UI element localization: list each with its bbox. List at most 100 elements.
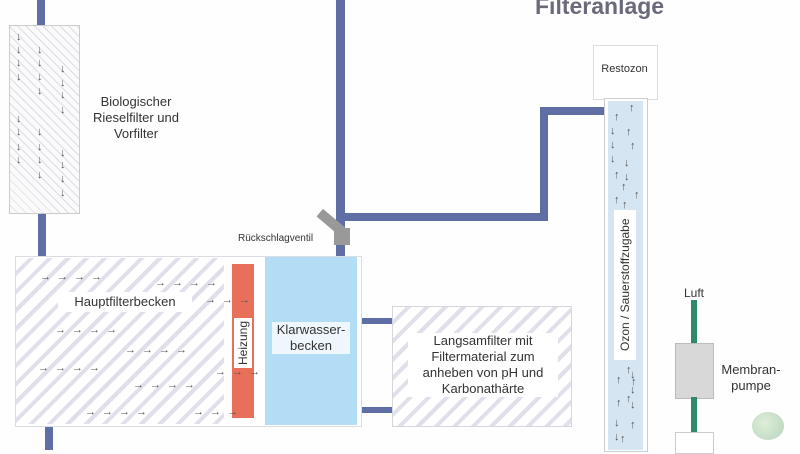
- slow-filter-label: Langsamfilter mit Filtermaterial zum anh…: [408, 333, 558, 397]
- membrane-pump: [675, 343, 714, 399]
- arrow-right-icon: →: [85, 406, 96, 418]
- check-valve-body: [334, 228, 350, 245]
- arrow-right-icon: →: [119, 406, 130, 418]
- arrow-down-icon: ↓: [16, 126, 22, 138]
- diagram-title: Filteranlage: [535, 0, 665, 19]
- arrow-right-icon: →: [184, 379, 195, 391]
- arrow-up-icon: ↑: [614, 111, 620, 123]
- arrow-down-icon: ↓: [16, 71, 22, 83]
- arrow-down-icon: ↓: [60, 159, 66, 171]
- arrow-down-icon: ↓: [630, 369, 636, 381]
- air-line-top: [691, 300, 697, 344]
- arrow-right-icon: →: [72, 362, 83, 374]
- arrow-right-icon: →: [40, 271, 51, 283]
- arrow-right-icon: →: [142, 344, 153, 356]
- arrow-up-icon: ↑: [630, 140, 636, 152]
- arrow-right-icon: →: [227, 406, 238, 418]
- pump-label: Membran-pumpe: [721, 362, 781, 393]
- arrow-down-icon: ↓: [610, 139, 616, 151]
- restozon-label: Restozon: [601, 63, 648, 75]
- arrow-up-icon: ↑: [620, 433, 626, 445]
- arrow-down-icon: ↓: [16, 113, 22, 125]
- arrow-down-icon: ↓: [16, 57, 22, 69]
- air-line-bottom: [691, 397, 697, 432]
- heater-label: Heizung: [234, 318, 252, 368]
- arrow-right-icon: →: [205, 294, 216, 306]
- arrow-down-icon: ↓: [37, 126, 43, 138]
- arrow-down-icon: ↓: [630, 384, 636, 396]
- arrow-down-icon: ↓: [37, 44, 43, 56]
- pipe-slow-filter-out: [358, 407, 392, 413]
- arrow-up-icon: ↑: [631, 376, 637, 388]
- arrow-down-icon: ↓: [16, 154, 22, 166]
- arrow-down-icon: ↓: [60, 104, 66, 116]
- arrow-down-icon: ↓: [60, 77, 66, 89]
- arrow-up-icon: ↑: [622, 199, 628, 211]
- arrow-down-icon: ↓: [37, 141, 43, 153]
- arrow-up-icon: ↑: [616, 397, 622, 409]
- restozon-box: [593, 45, 658, 100]
- arrow-right-icon: →: [55, 362, 66, 374]
- ozone-label: Ozon / Sauerstoffzugabe: [614, 210, 636, 360]
- main-filter-label: Hauptfilterbecken: [58, 292, 192, 312]
- arrow-right-icon: →: [150, 379, 161, 391]
- arrow-right-icon: →: [210, 406, 221, 418]
- arrow-right-icon: →: [74, 271, 85, 283]
- arrow-down-icon: ↓: [16, 31, 22, 43]
- arrow-up-icon: ↑: [614, 169, 620, 181]
- arrow-right-icon: →: [239, 294, 250, 306]
- arrow-down-icon: ↓: [614, 417, 620, 429]
- arrow-up-icon: ↑: [626, 393, 632, 405]
- arrow-right-icon: →: [155, 277, 166, 289]
- arrow-down-icon: ↓: [624, 157, 630, 169]
- arrow-right-icon: →: [125, 344, 136, 356]
- arrow-right-icon: →: [57, 271, 68, 283]
- arrow-right-icon: →: [72, 324, 83, 336]
- logo-icon: [752, 412, 784, 440]
- arrow-down-icon: ↓: [60, 147, 66, 159]
- arrow-right-icon: →: [106, 324, 117, 336]
- pipe-return-horizontal: [345, 213, 548, 221]
- arrow-right-icon: →: [206, 277, 217, 289]
- arrow-down-icon: ↓: [16, 141, 22, 153]
- arrow-down-icon: ↓: [630, 399, 636, 411]
- pipe-slow-filter-in: [358, 318, 392, 324]
- arrow-down-icon: ↓: [37, 85, 43, 97]
- arrow-down-icon: ↓: [60, 187, 66, 199]
- pipe-bio-to-main: [38, 212, 46, 258]
- arrow-right-icon: →: [55, 324, 66, 336]
- arrow-right-icon: →: [91, 271, 102, 283]
- arrow-down-icon: ↓: [37, 57, 43, 69]
- arrow-down-icon: ↓: [624, 171, 630, 183]
- arrow-down-icon: ↓: [610, 125, 616, 137]
- arrow-down-icon: ↓: [16, 44, 22, 56]
- arrow-right-icon: →: [222, 294, 233, 306]
- arrow-right-icon: →: [193, 406, 204, 418]
- pipe-ozone-feed: [540, 107, 606, 115]
- bio-filter: [9, 25, 80, 214]
- arrow-right-icon: →: [232, 366, 243, 378]
- arrow-down-icon: ↓: [60, 63, 66, 75]
- arrow-up-icon: ↑: [629, 102, 635, 114]
- pipe-return-vertical: [336, 0, 345, 257]
- arrow-down-icon: ↓: [610, 153, 616, 165]
- arrow-right-icon: →: [89, 362, 100, 374]
- pipe-main-outlet: [45, 425, 53, 450]
- arrow-right-icon: →: [167, 379, 178, 391]
- arrow-right-icon: →: [159, 344, 170, 356]
- arrow-up-icon: ↑: [630, 419, 636, 431]
- arrow-right-icon: →: [249, 366, 260, 378]
- arrow-up-icon: ↑: [626, 364, 632, 376]
- pipe-ozone-riser: [540, 107, 548, 221]
- arrow-right-icon: →: [38, 362, 49, 374]
- arrow-up-icon: ↑: [626, 126, 632, 138]
- arrow-down-icon: ↓: [37, 154, 43, 166]
- arrow-up-icon: ↑: [634, 189, 640, 201]
- bio-filter-label: Biologischer Rieselfilter und Vorfilter: [93, 94, 179, 141]
- arrow-up-icon: ↑: [616, 374, 622, 386]
- check-valve-label: Rückschlagventil: [238, 233, 314, 244]
- air-stone-box: [675, 432, 714, 454]
- arrow-right-icon: →: [215, 366, 226, 378]
- arrow-right-icon: →: [89, 324, 100, 336]
- arrow-right-icon: →: [189, 277, 200, 289]
